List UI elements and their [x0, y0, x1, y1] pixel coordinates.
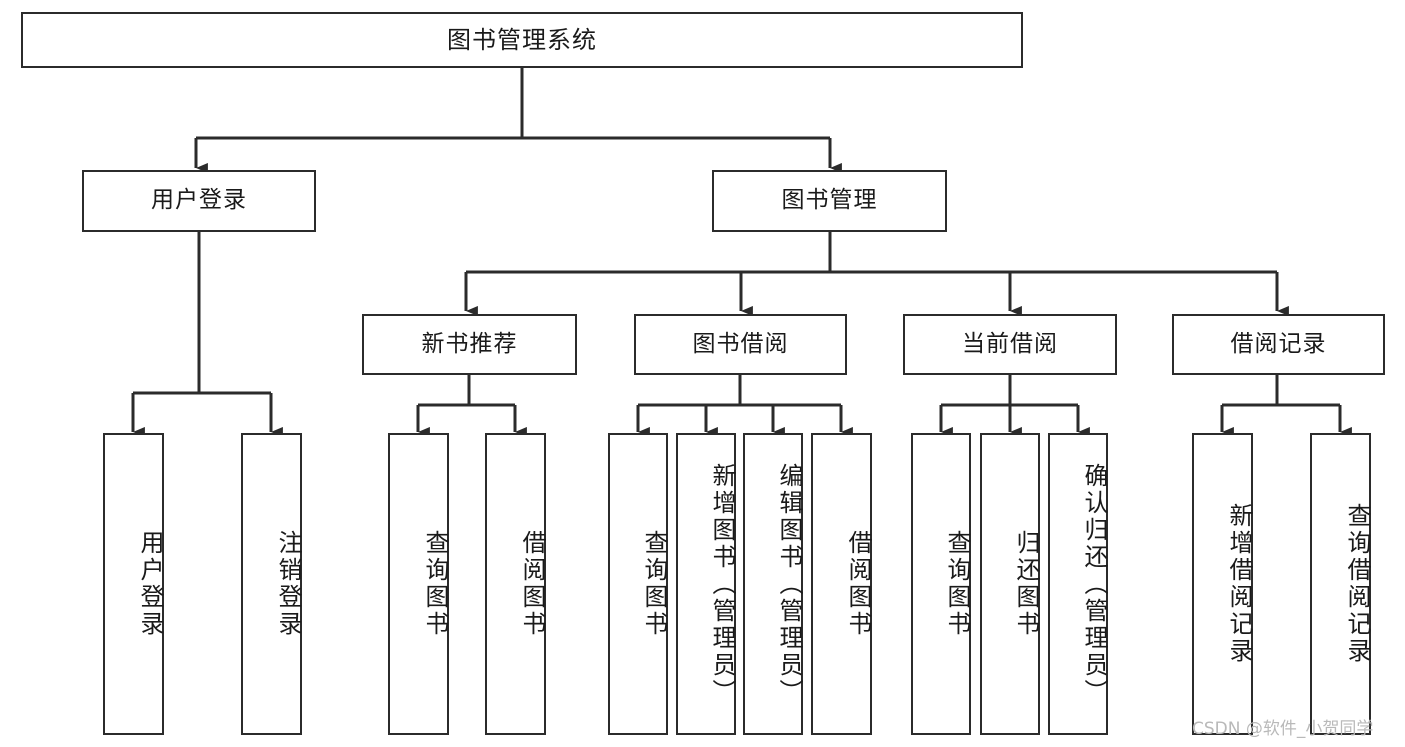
- node-leaf-query-book-1[interactable]: 查询图书: [388, 433, 449, 735]
- node-label: 确认归还（管理员）: [1080, 462, 1108, 706]
- node-leaf-query-book-3[interactable]: 查询图书: [911, 433, 971, 735]
- node-current-borrow[interactable]: 当前借阅: [903, 314, 1117, 375]
- node-label: 查询图书: [421, 530, 449, 638]
- node-book-borrow[interactable]: 图书借阅: [634, 314, 847, 375]
- node-leaf-confirm-return[interactable]: 确认归还（管理员）: [1048, 433, 1108, 735]
- node-leaf-edit-book[interactable]: 编辑图书（管理员）: [743, 433, 803, 735]
- node-leaf-add-record[interactable]: 新增借阅记录: [1192, 433, 1253, 735]
- node-leaf-return-book[interactable]: 归还图书: [980, 433, 1040, 735]
- node-leaf-borrow-book-1[interactable]: 借阅图书: [485, 433, 546, 735]
- node-label: 新书推荐: [421, 330, 518, 357]
- node-label: 用户登录: [151, 187, 247, 214]
- node-label: 新增图书（管理员）: [708, 462, 736, 706]
- node-user-login[interactable]: 用户登录: [82, 170, 316, 232]
- node-label: 归还图书: [1012, 530, 1040, 638]
- node-label: 图书管理: [781, 187, 878, 214]
- node-label: 借阅图书: [844, 530, 872, 638]
- node-label: 注销登录: [274, 530, 302, 638]
- node-leaf-user-login[interactable]: 用户登录: [103, 433, 164, 735]
- node-label: 图书借阅: [692, 330, 789, 357]
- node-label: 查询图书: [943, 530, 971, 638]
- node-label: 当前借阅: [962, 330, 1058, 357]
- node-label: 用户登录: [136, 530, 164, 638]
- node-leaf-query-book-2[interactable]: 查询图书: [608, 433, 668, 735]
- node-root-book-management-system[interactable]: 图书管理系统: [21, 12, 1023, 68]
- node-book-management[interactable]: 图书管理: [712, 170, 947, 232]
- node-label: 借阅记录: [1230, 330, 1327, 357]
- node-leaf-query-record[interactable]: 查询借阅记录: [1310, 433, 1371, 735]
- node-label: 新增借阅记录: [1225, 503, 1253, 665]
- node-label: 图书管理系统: [447, 25, 597, 54]
- node-label: 查询图书: [640, 530, 668, 638]
- node-label: 查询借阅记录: [1343, 503, 1371, 665]
- node-borrow-record[interactable]: 借阅记录: [1172, 314, 1385, 375]
- node-new-book-recommend[interactable]: 新书推荐: [362, 314, 577, 375]
- node-label: 编辑图书（管理员）: [775, 462, 803, 706]
- node-leaf-borrow-book-2[interactable]: 借阅图书: [811, 433, 872, 735]
- watermark-label: CSDN @软件_小贺同学: [1192, 719, 1374, 739]
- node-leaf-add-book[interactable]: 新增图书（管理员）: [676, 433, 736, 735]
- node-leaf-user-logout[interactable]: 注销登录: [241, 433, 302, 735]
- node-label: 借阅图书: [518, 530, 546, 638]
